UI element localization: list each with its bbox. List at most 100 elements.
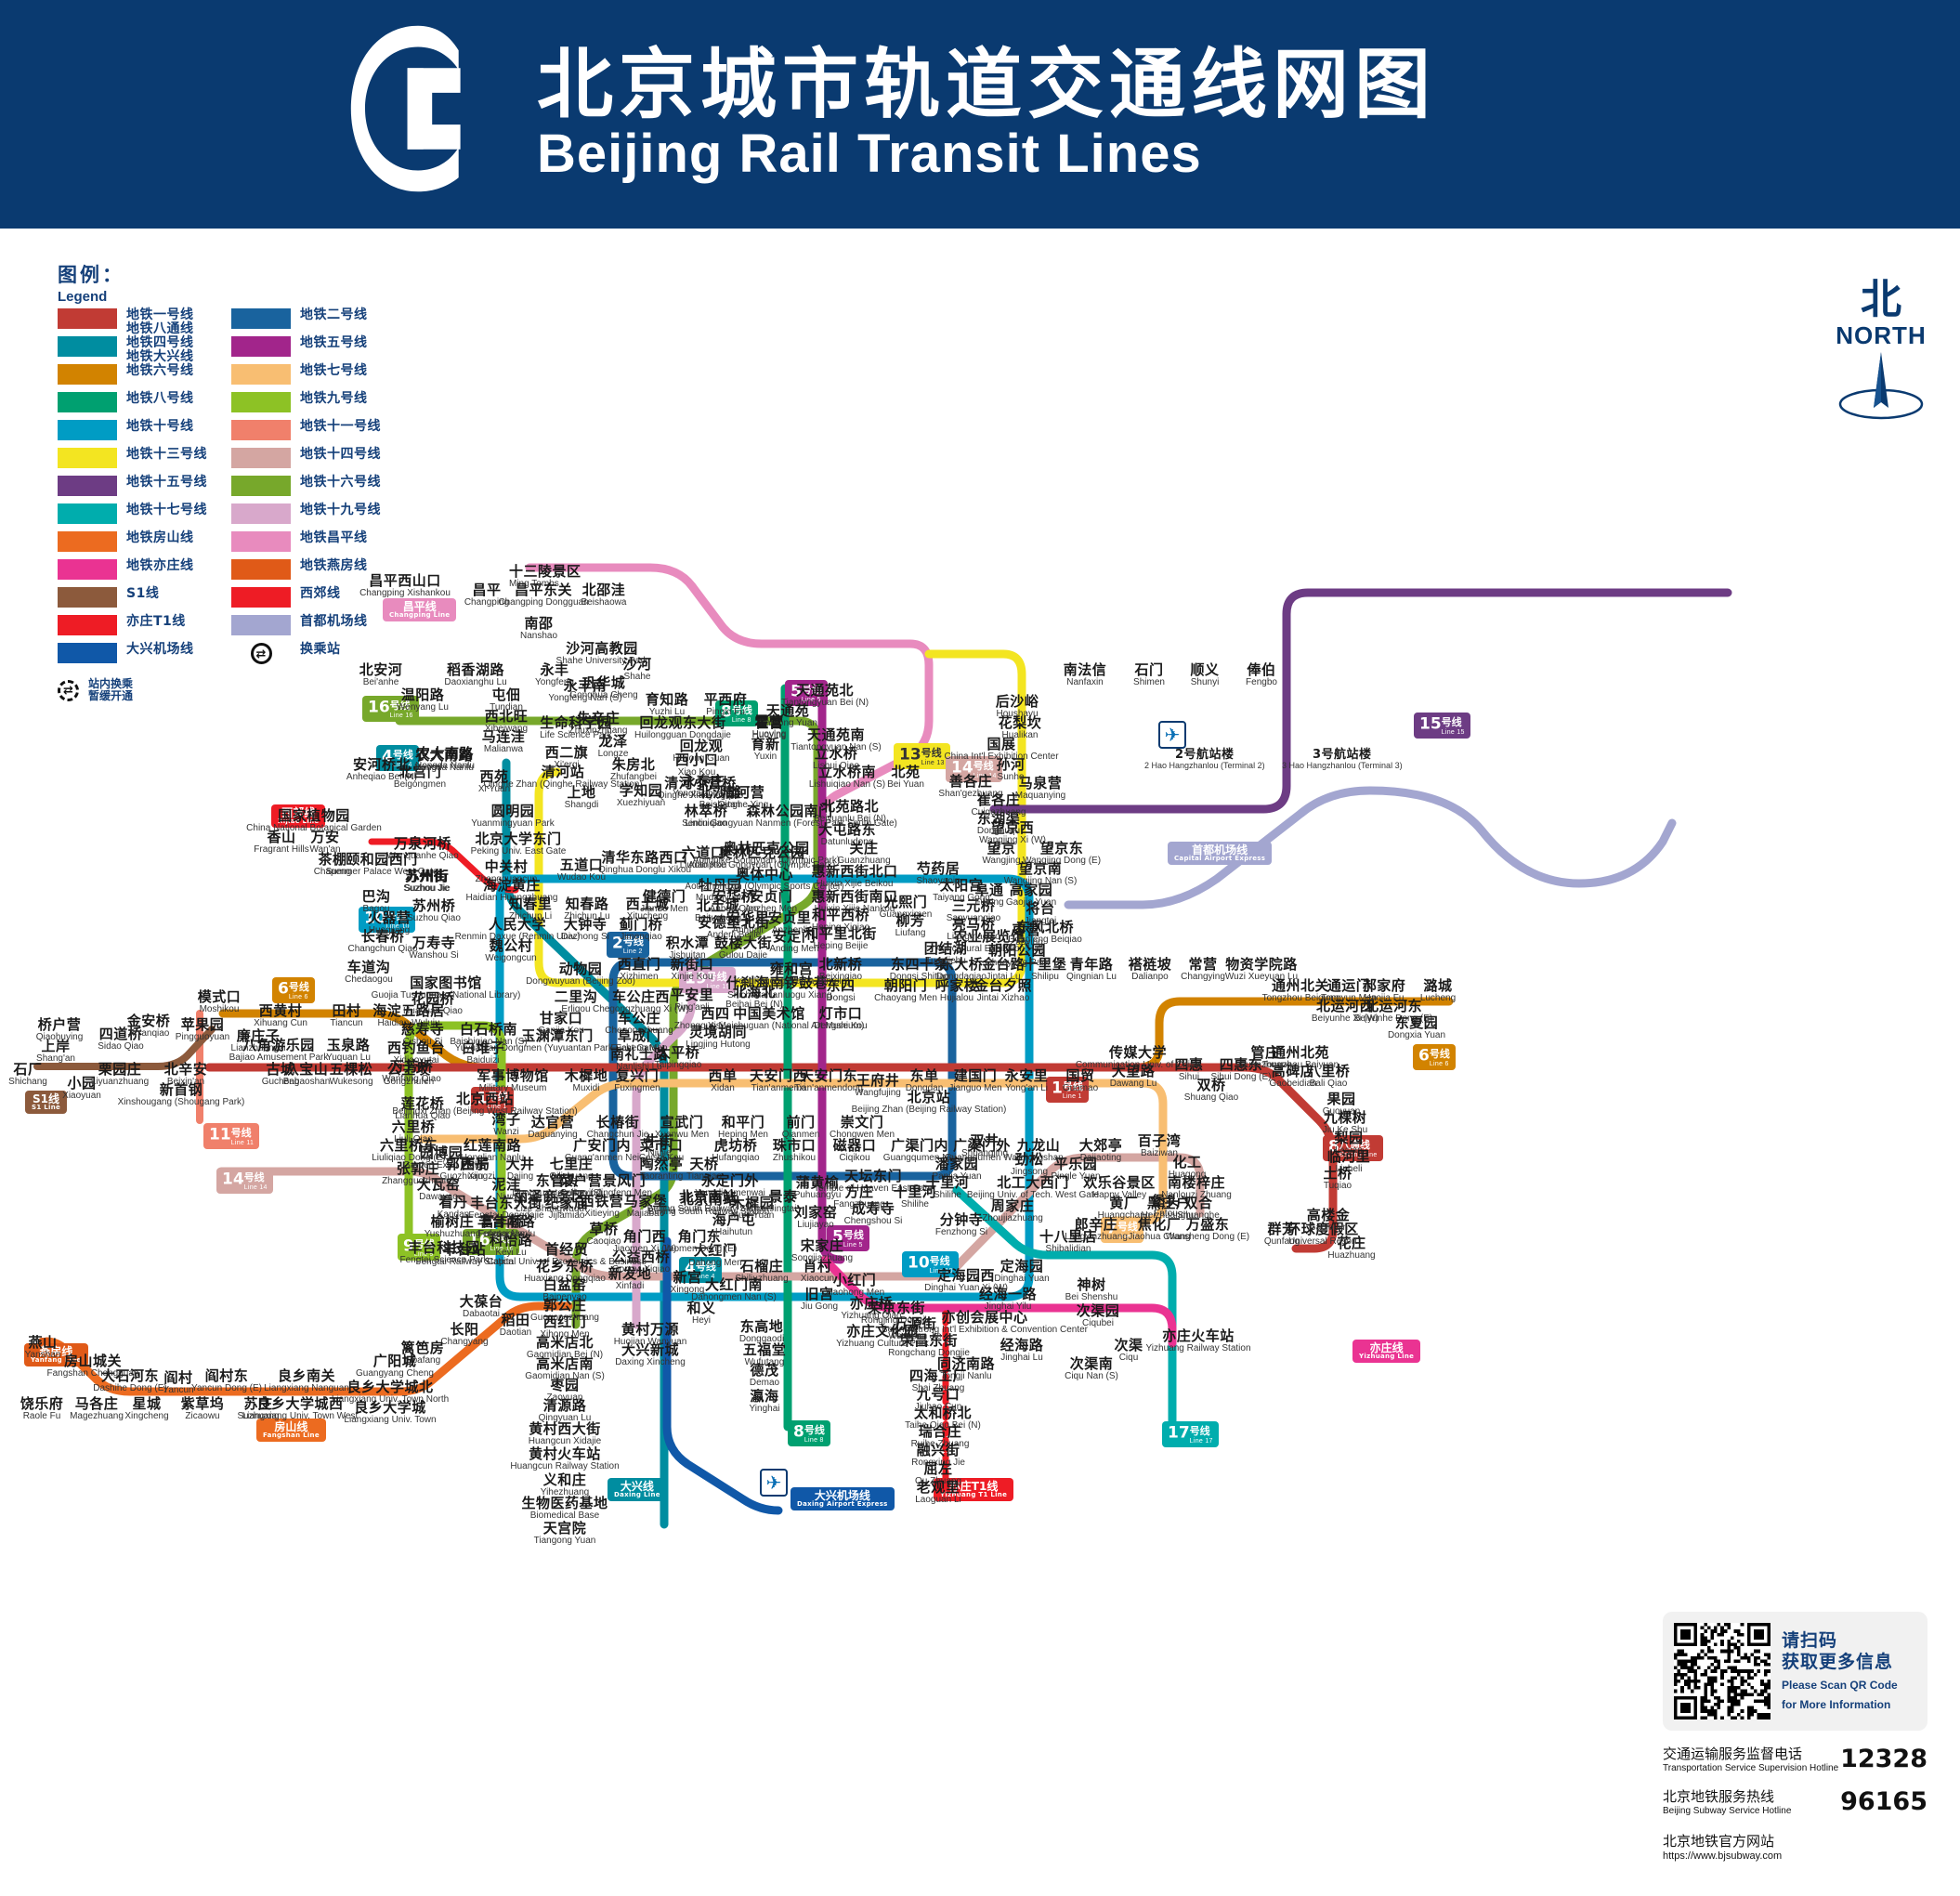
qr-code-icon[interactable] xyxy=(1674,1623,1771,1719)
